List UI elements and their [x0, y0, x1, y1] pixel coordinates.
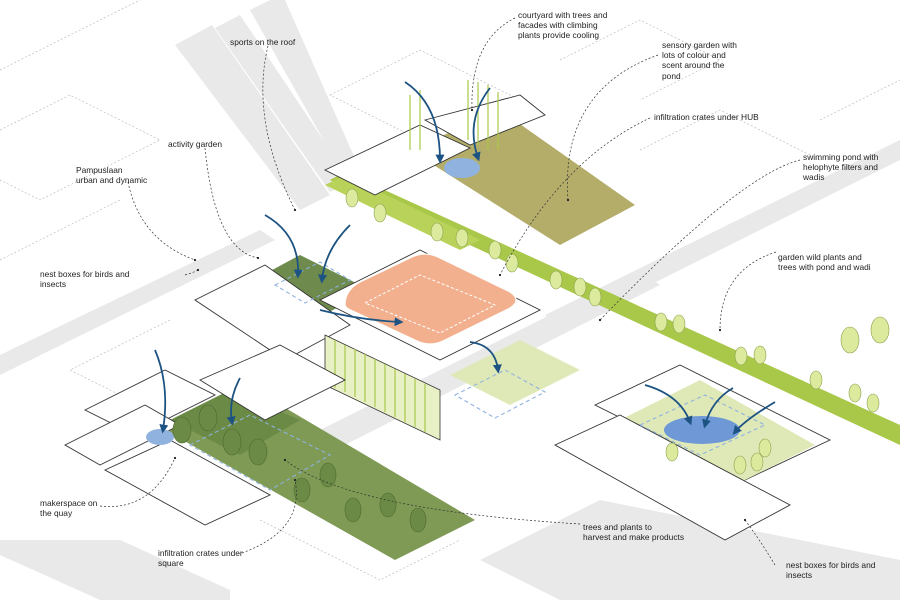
label-sports-roof: sports on the roof [230, 37, 296, 47]
label-nest-boxes-left: nest boxes for birds and insects [40, 269, 130, 290]
hub-base-left [194, 264, 351, 361]
label-courtyard: courtyard with trees and facades with cl… [518, 10, 608, 41]
trees-dark [172, 404, 427, 533]
sports-track [363, 274, 497, 334]
left-pond [146, 429, 174, 445]
label-sensory-garden: sensory garden with lots of colour and s… [662, 40, 737, 81]
label-pampuslaan: Pampuslaan urban and dynamic [76, 165, 148, 186]
label-garden-wild: garden wild plants and trees with pond a… [778, 252, 871, 273]
label-nest-boxes-right: nest boxes for birds and insects [786, 560, 876, 581]
callout-leaders [99, 17, 801, 566]
label-infiltration-hub: infiltration crates under HUB [654, 112, 759, 122]
label-trees-plants: trees and plants to harvest and make pro… [583, 522, 685, 543]
hub-garden-right [450, 340, 580, 405]
label-makerspace: makerspace on the quay [40, 498, 98, 519]
label-activity-garden: activity garden [168, 139, 222, 149]
courtyard-climbers [409, 80, 499, 150]
swimming-pond [664, 416, 740, 444]
label-swimming-pond: swimming pond with helophyte filters and… [803, 152, 879, 183]
hub-facade-green [324, 334, 441, 441]
trees-light [345, 188, 890, 475]
cooling-arrows [154, 81, 776, 435]
label-infiltration-square: infiltration crates under square [158, 548, 243, 569]
courtyard-building-left [323, 124, 472, 196]
right-building-front [554, 414, 791, 541]
left-building-right [199, 344, 346, 421]
courtyard-pond [444, 158, 480, 178]
courtyard-olive [410, 110, 635, 245]
quay-building [104, 439, 271, 526]
